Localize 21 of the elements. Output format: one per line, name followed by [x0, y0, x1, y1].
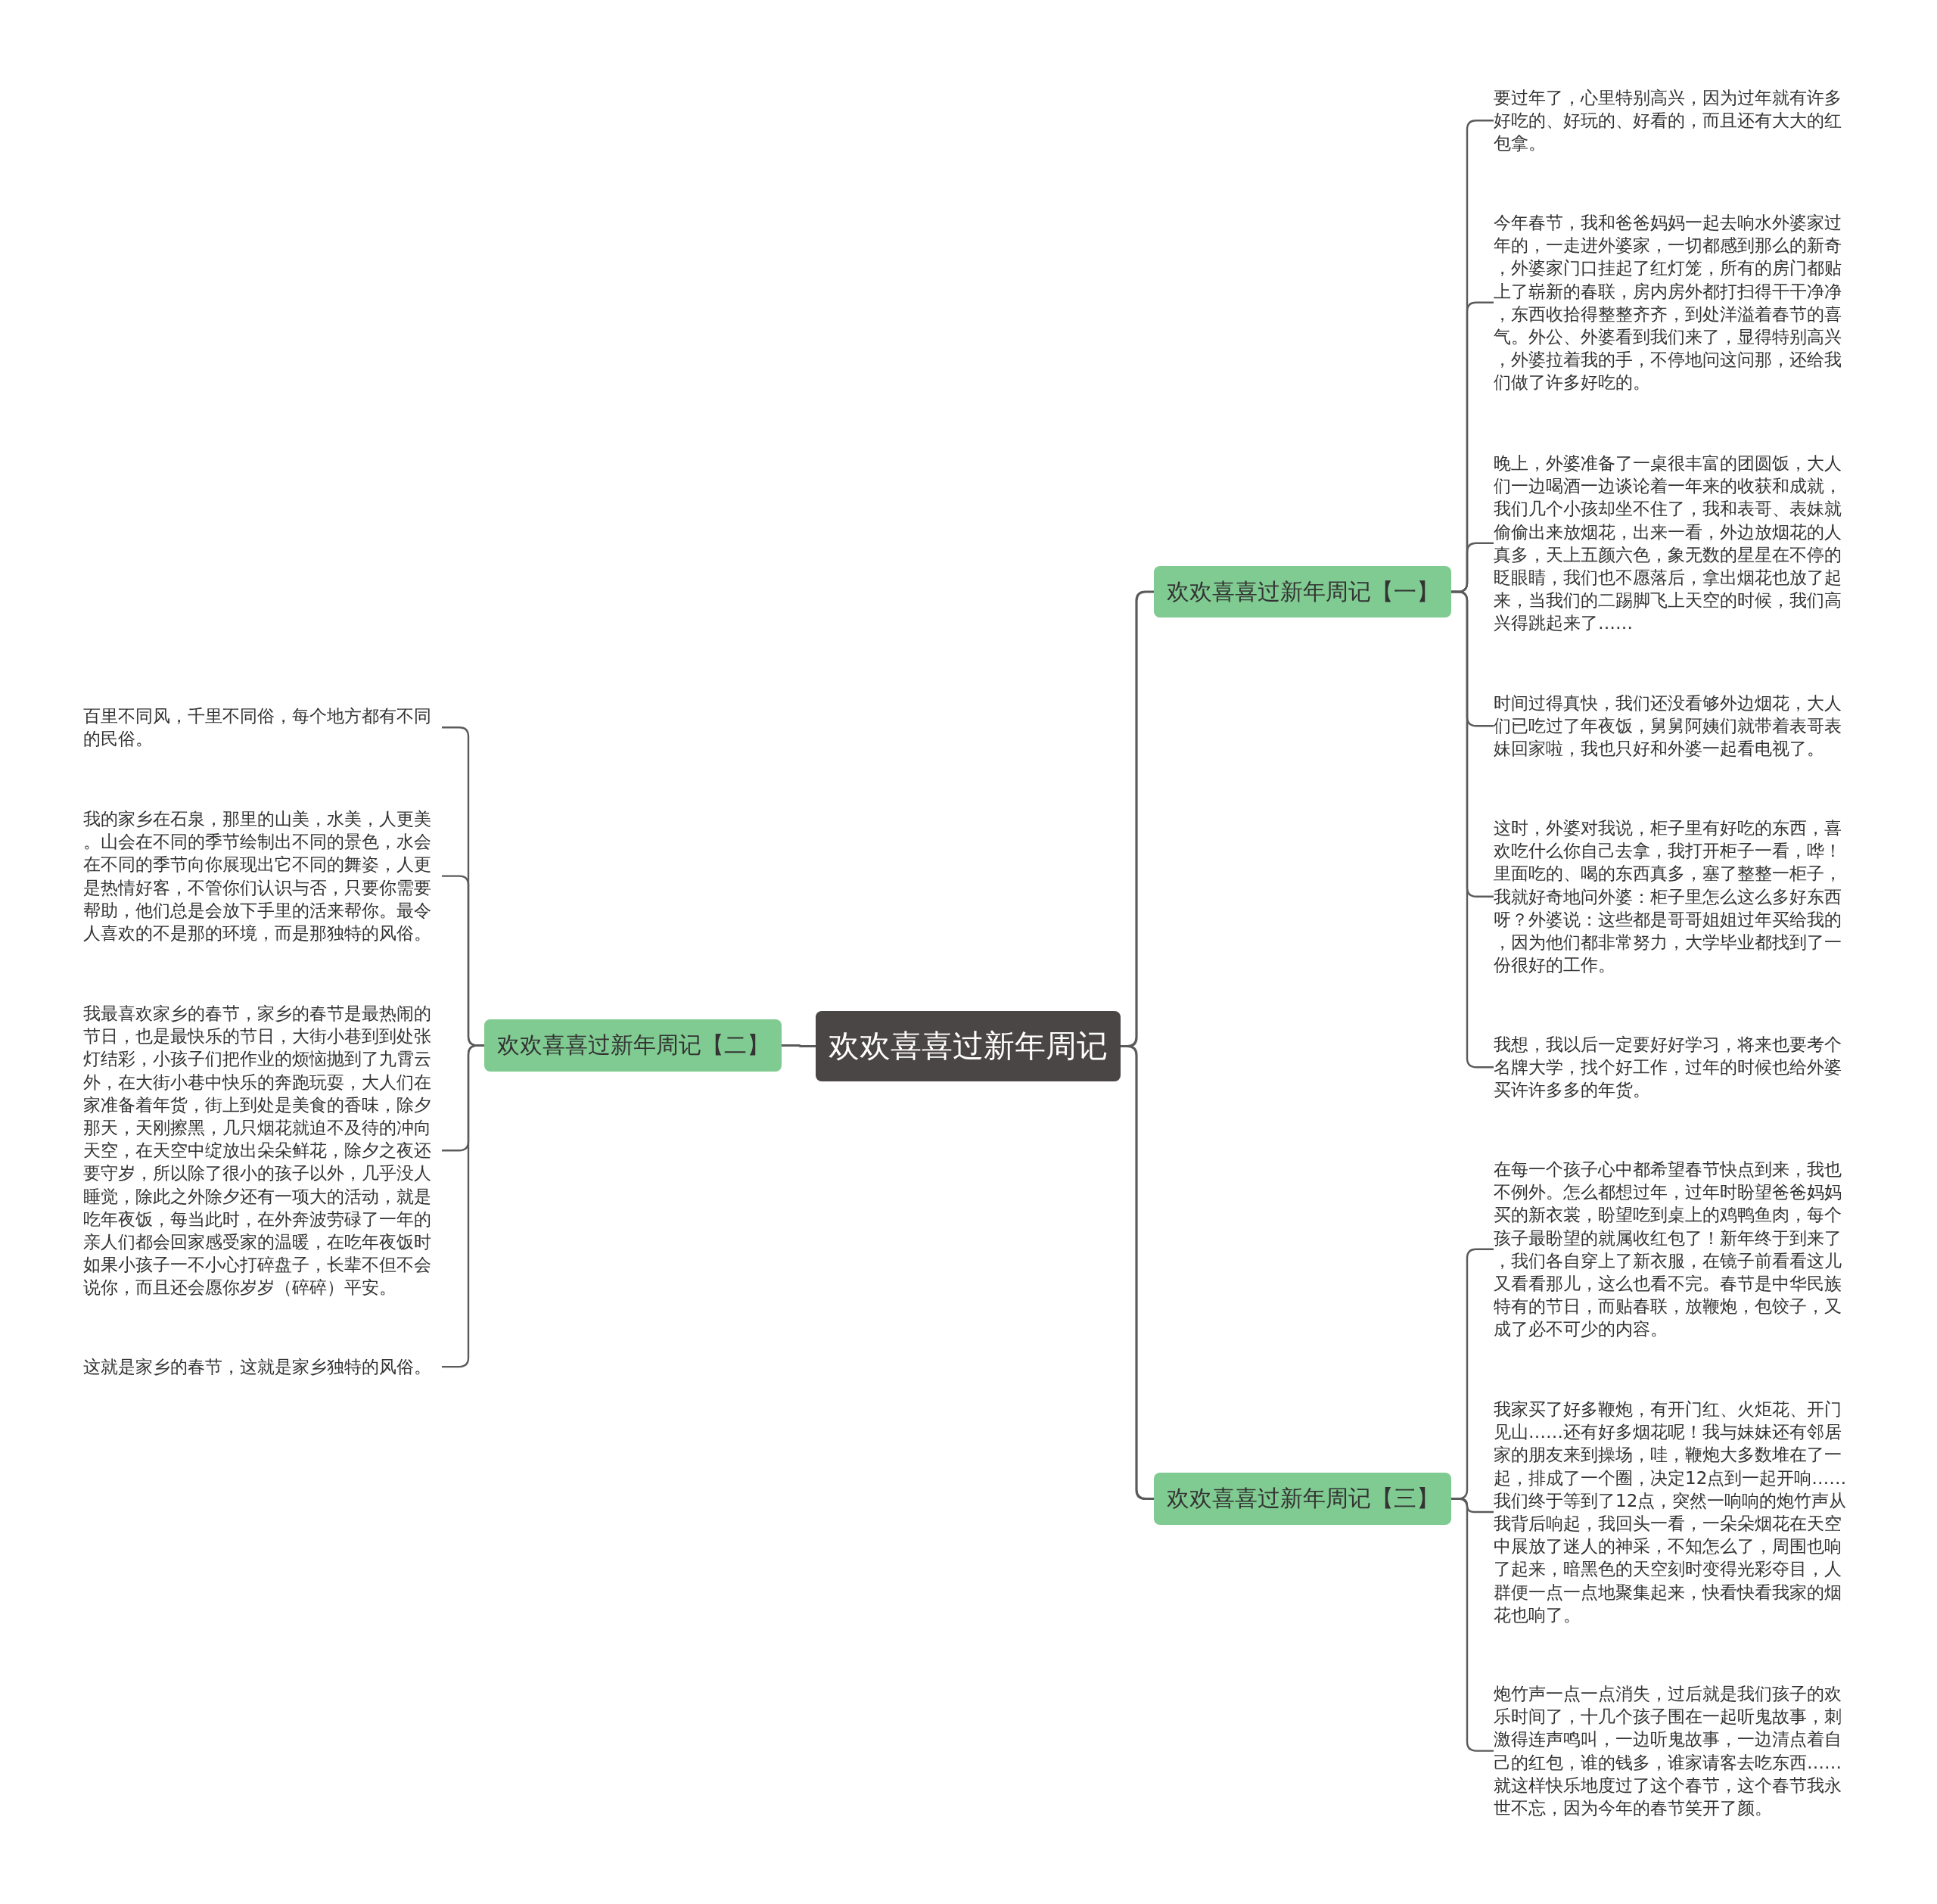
paragraph: 在每一个孩子心中都希望春节快点到来，我也不例外。怎么都想过年，过年时盼望爸爸妈妈买的新衣裳，盼望吃到桌上的鸡鸭鱼肉，每个孩子最盼望的就属收红包了！新年终于到来了，我们各自穿上了新衣服，在镜子前看看这儿又看看那儿，这么也看不完。春节是中华民族特有的节日，而贴春联，放鞭炮，包饺子，又成了必不可少的内容。: [1494, 1158, 1852, 1341]
paragraph: 今年春节，我和爸爸妈妈一起去响水外婆家过年的，一走进外婆家，一切都感到那么的新奇，外婆家门口挂起了红灯笼，所有的房门都贴上了崭新的春联，房内房外都打扫得干干净净，东西收拾得整整齐齐，到处洋溢着春节的喜气。外公、外婆看到我们来了，显得特别高兴，外婆拉着我的手，不停地问这问那，还给我们做了许多好吃的。: [1494, 211, 1852, 394]
subtopic-box: 欢欢喜喜过新年周记【三】: [1154, 1473, 1451, 1525]
paragraph: 我家买了好多鞭炮，有开门红、火炬花、开门见山……还有好多烟花呢！我与妹妹还有邻居家的朋友来到操场，哇，鞭炮大多数堆在了一起，排成了一个圈，决定12点到一起开响……我们终于等到了12点，突然一响响的炮竹声从我背后响起，我回头一看，一朵朵烟花在天空中展放了迷人的神采，不知怎么了，周围也响了起来，暗黑色的天空刻时变得光彩夺目，人群便一点一点地聚集起来，快看快看我家的烟花也响了。: [1494, 1398, 1852, 1627]
paragraph: 这就是家乡的春节，这就是家乡独特的风俗。: [83, 1355, 442, 1379]
connector: [782, 1044, 816, 1048]
paragraph: 晚上，外婆准备了一桌很丰富的团圆饭，大人们一边喝酒一边谈论着一年来的收获和成就，我们几个小孩却坐不住了，我和表哥、表妹就偷偷出来放烟花，出来一看，外边放烟花的人真多，天上五颜六色，象无数的星星在不停的眨眼睛，我们也不愿落后，拿出烟花也放了起来，当我们的二踢脚飞上天空的时候，我们高兴得跳起来了……: [1494, 452, 1852, 635]
paragraph: 这时，外婆对我说，柜子里有好吃的东西，喜欢吃什么你自己去拿，我打开柜子一看，哗！里面吃的、喝的东西真多，塞了整整一柜子，我就好奇地问外婆：柜子里怎么这么多好东西呀？外婆说：这些都是哥哥姐姐过年买给我的，因为他们都非常努力，大学毕业都找到了一份很好的工作。: [1494, 817, 1852, 977]
paragraph: 我想，我以后一定要好好学习，将来也要考个名牌大学，找个好工作，过年的时候也给外婆买许许多多的年货。: [1494, 1033, 1852, 1102]
subtopic-box: 欢欢喜喜过新年周记【二】: [484, 1019, 782, 1072]
paragraph: 时间过得真快，我们还没看够外边烟花，大人们已吃过了年夜饭，舅舅阿姨们就带着表哥表妹回家啦，我也只好和外婆一起看电视了。: [1494, 692, 1852, 761]
paragraph: 我最喜欢家乡的春节，家乡的春节是最热闹的节日，也是最快乐的节日，大街小巷到到处张灯结彩，小孩子们把作业的烦恼抛到了九霄云外，在大街小巷中快乐的奔跑玩耍，大人们在家准备着年货，街上到处是美食的香味，除夕那天，天刚擦黑，几只烟花就迫不及待的冲向天空，在天空中绽放出朵朵鲜花，除夕之夜还要守岁，所以除了很小的孩子以外，几乎没人睡觉，除此之外除夕还有一项大的活动，就是吃年夜饭，每当此时，在外奔波劳碌了一年的亲人们都会回家感受家的温暖，在吃年夜饭时如果小孩子一不小心打碎盘子，长辈不但不会说你，而且还会愿你岁岁（碎碎）平安。: [83, 1002, 442, 1299]
paragraph: 百里不同风，千里不同俗，每个地方都有不同的民俗。: [83, 705, 442, 751]
connector: [1451, 590, 1494, 1069]
subtopic-box: 欢欢喜喜过新年周记【一】: [1154, 566, 1451, 618]
paragraph: 炮竹声一点一点消失，过后就是我们孩子的欢乐时间了，十几个孩子围在一起听鬼故事，刺激得连声鸣叫，一边听鬼故事，一边清点着自己的红包，谁的钱多，谁家请客去吃东西……就这样快乐地度过了这个春节，这个春节我永世不忘，因为今年的春节笑开了颜。: [1494, 1682, 1852, 1820]
paragraph: 我的家乡在石泉，那里的山美，水美，人更美。山会在不同的季节绘制出不同的景色，水会在不同的季节向你展现出它不同的舞姿，人更是热情好客，不管你们认识与否，只要你需要帮助，他们总是会放下手里的活来帮你。最令人喜欢的不是那的环境，而是那独特的风俗。: [83, 807, 442, 945]
paragraph: 要过年了，心里特别高兴，因为过年就有许多好吃的、好玩的、好看的，而且还有大大的红包拿。: [1494, 86, 1852, 155]
connector: [442, 1044, 484, 1368]
connector: [1451, 1498, 1494, 1752]
central-topic-box: 欢欢喜喜过新年周记: [816, 1011, 1121, 1081]
